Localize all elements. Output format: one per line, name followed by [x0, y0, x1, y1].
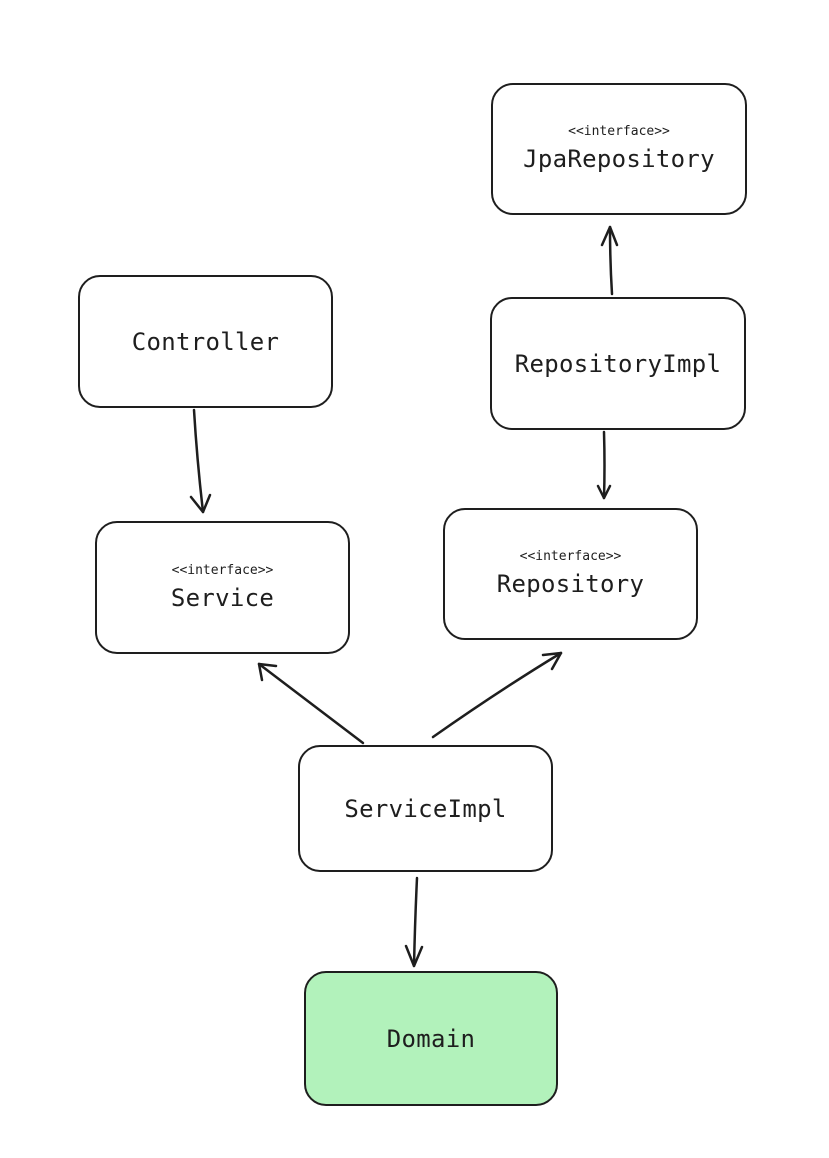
repository-stereotype: <<interface>> [519, 549, 622, 564]
arrow-controller-to-service [189, 408, 212, 514]
arrow-serviceimpl-to-service [257, 662, 365, 745]
arrow-serviceimpl-to-repository [431, 651, 563, 739]
controller-node[interactable]: Controller [78, 275, 333, 408]
domain-node[interactable]: Domain [304, 971, 558, 1106]
serviceimpl-node[interactable]: ServiceImpl [298, 745, 553, 872]
repositoryimpl-node[interactable]: RepositoryImpl [490, 297, 746, 430]
repositoryimpl-label: RepositoryImpl [514, 349, 722, 378]
jparepository-label: JpaRepository [523, 145, 715, 173]
domain-label: Domain [386, 1024, 476, 1053]
service-label: Service [170, 583, 275, 612]
controller-label: Controller [131, 327, 280, 356]
arrow-repositoryimpl-to-jparepository [600, 225, 619, 296]
arrow-serviceimpl-to-domain [404, 876, 424, 968]
repository-node[interactable]: <<interface>> Repository [443, 508, 698, 640]
service-node[interactable]: <<interface>> Service [95, 521, 350, 654]
serviceimpl-label: ServiceImpl [344, 794, 507, 823]
arrow-repositoryimpl-to-repository [596, 430, 612, 500]
repository-label: Repository [496, 570, 645, 598]
service-stereotype: <<interface>> [171, 562, 274, 578]
jparepository-node[interactable]: <<interface>> JpaRepository [491, 83, 747, 215]
jparepository-stereotype: <<interface>> [568, 124, 670, 139]
